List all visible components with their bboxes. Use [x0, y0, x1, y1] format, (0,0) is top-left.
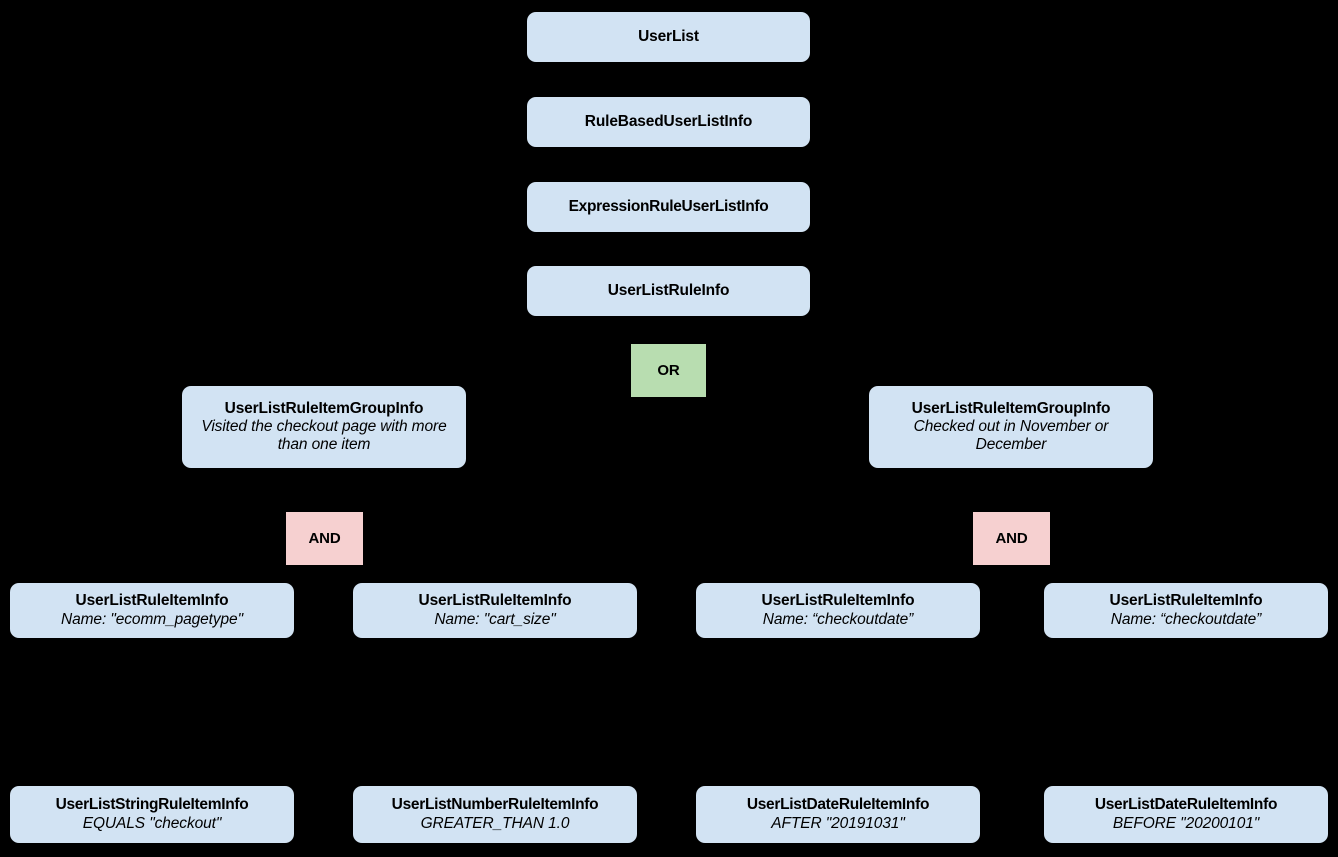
- node-item-3[interactable]: UserListRuleItemInfo Name: “checkoutdate…: [696, 583, 980, 638]
- edge-group-left-to-and: [299, 467, 323, 513]
- edge-group-right-to-and: [1011, 467, 1031, 513]
- edge-and-right-to-item4: [1031, 564, 1181, 584]
- edge-and-left-to-item1: [151, 564, 301, 584]
- node-group-right[interactable]: UserListRuleItemGroupInfo Checked out in…: [869, 386, 1153, 468]
- node-leaf-3-title: UserListDateRuleItemInfo: [746, 796, 930, 814]
- node-and-right-label: AND: [995, 529, 1028, 547]
- node-item-4-title: UserListRuleItemInfo: [1109, 592, 1263, 610]
- node-user-list-rule-info-title: UserListRuleInfo: [607, 281, 730, 299]
- edge-and-right-to-item3: [844, 564, 993, 584]
- node-item-1-title: UserListRuleItemInfo: [75, 592, 229, 610]
- node-item-2-title: UserListRuleItemInfo: [418, 592, 572, 610]
- node-item-1[interactable]: UserListRuleItemInfo Name: "ecomm_pagety…: [10, 583, 294, 638]
- node-item-4-name: Name: “checkoutdate”: [1110, 610, 1262, 628]
- node-group-right-description: Checked out in November or December: [913, 417, 1109, 454]
- node-user-list-title: UserList: [638, 27, 699, 45]
- node-group-left-title: UserListRuleItemGroupInfo: [224, 399, 424, 417]
- node-leaf-4-title: UserListDateRuleItemInfo: [1094, 796, 1278, 814]
- node-user-list-rule-info[interactable]: UserListRuleInfo: [527, 266, 810, 316]
- node-group-left-description: Visited the checkout page with more than…: [201, 417, 447, 454]
- node-item-2[interactable]: UserListRuleItemInfo Name: "cart_size": [353, 583, 637, 638]
- node-leaf-3-condition: AFTER "20191031": [771, 814, 905, 832]
- node-item-1-name: Name: "ecomm_pagetype": [61, 610, 243, 628]
- node-and-right[interactable]: AND: [973, 512, 1050, 565]
- node-item-3-title: UserListRuleItemInfo: [761, 592, 915, 610]
- node-leaf-1-title: UserListStringRuleItemInfo: [55, 796, 249, 814]
- node-leaf-1-condition: EQUALS "checkout": [82, 814, 222, 832]
- node-leaf-4[interactable]: UserListDateRuleItemInfo BEFORE "2020010…: [1044, 786, 1328, 843]
- node-and-left[interactable]: AND: [286, 512, 363, 565]
- node-expression-rule-user-list-info[interactable]: ExpressionRuleUserListInfo: [527, 182, 810, 232]
- node-group-right-title: UserListRuleItemGroupInfo: [911, 399, 1111, 417]
- node-or-operator-label: OR: [657, 361, 680, 379]
- node-leaf-2-condition: GREATER_THAN 1.0: [420, 814, 570, 832]
- node-rule-based-user-list-info[interactable]: RuleBasedUserListInfo: [527, 97, 810, 147]
- node-or-operator[interactable]: OR: [631, 344, 706, 397]
- node-leaf-3[interactable]: UserListDateRuleItemInfo AFTER "20191031…: [696, 786, 980, 843]
- node-group-left[interactable]: UserListRuleItemGroupInfo Visited the ch…: [182, 386, 466, 468]
- edge-and-left-to-item2: [339, 564, 491, 584]
- node-expression-rule-user-list-info-title: ExpressionRuleUserListInfo: [568, 197, 769, 215]
- node-item-3-name: Name: “checkoutdate”: [762, 610, 914, 628]
- node-rule-based-user-list-info-title: RuleBasedUserListInfo: [584, 112, 753, 130]
- node-leaf-2[interactable]: UserListNumberRuleItemInfo GREATER_THAN …: [353, 786, 637, 843]
- node-item-4[interactable]: UserListRuleItemInfo Name: “checkoutdate…: [1044, 583, 1328, 638]
- node-leaf-1[interactable]: UserListStringRuleItemInfo EQUALS "check…: [10, 786, 294, 843]
- node-item-2-name: Name: "cart_size": [434, 610, 556, 628]
- node-user-list[interactable]: UserList: [527, 12, 810, 62]
- node-leaf-2-title: UserListNumberRuleItemInfo: [391, 796, 599, 814]
- node-leaf-4-condition: BEFORE "20200101": [1112, 814, 1260, 832]
- node-and-left-label: AND: [308, 529, 341, 547]
